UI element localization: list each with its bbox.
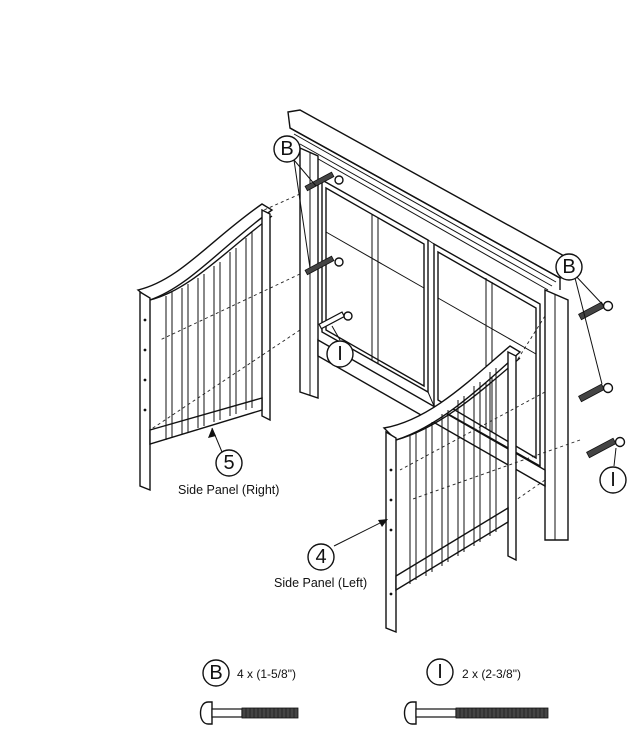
callout-i-left: I [326,340,354,368]
hardware-b-quantity: 4 x (1-5/8") [237,667,296,681]
callout-b-right-label: B [562,256,575,278]
bolts-installed [304,171,626,459]
callout-b-top-label: B [280,138,293,160]
bolt-b-icon [199,701,299,725]
hardware-i-letter: I [437,661,443,683]
side-panel-right [136,203,274,492]
callout-i-left-label: I [337,343,343,365]
callout-4-label: 4 [315,546,326,568]
hardware-legend: B 4 x (1-5/8") I 2 x (2- [199,658,549,725]
callout-b-top: B [273,135,301,163]
hardware-i-quantity: 2 x (2-3/8") [462,667,521,681]
hardware-b-letter: B [209,662,222,684]
callout-leaders [208,159,617,547]
hardware-b: B 4 x (1-5/8") [199,659,299,725]
alignment-lines [149,193,581,501]
callout-b-right: B [555,253,583,281]
side-panel-left [382,345,522,634]
callout-5: 5 [215,449,243,477]
side-panel-left-label: Side Panel (Left) [274,576,367,590]
callout-5-label: 5 [223,452,234,474]
side-panel-right-label: Side Panel (Right) [178,483,279,497]
hardware-i: I 2 x (2-3/8") [403,658,549,725]
callout-4: 4 [307,543,335,571]
callout-i-right-label: I [610,469,616,491]
bolt-i-icon [403,701,549,725]
callout-i-right: I [599,466,627,494]
